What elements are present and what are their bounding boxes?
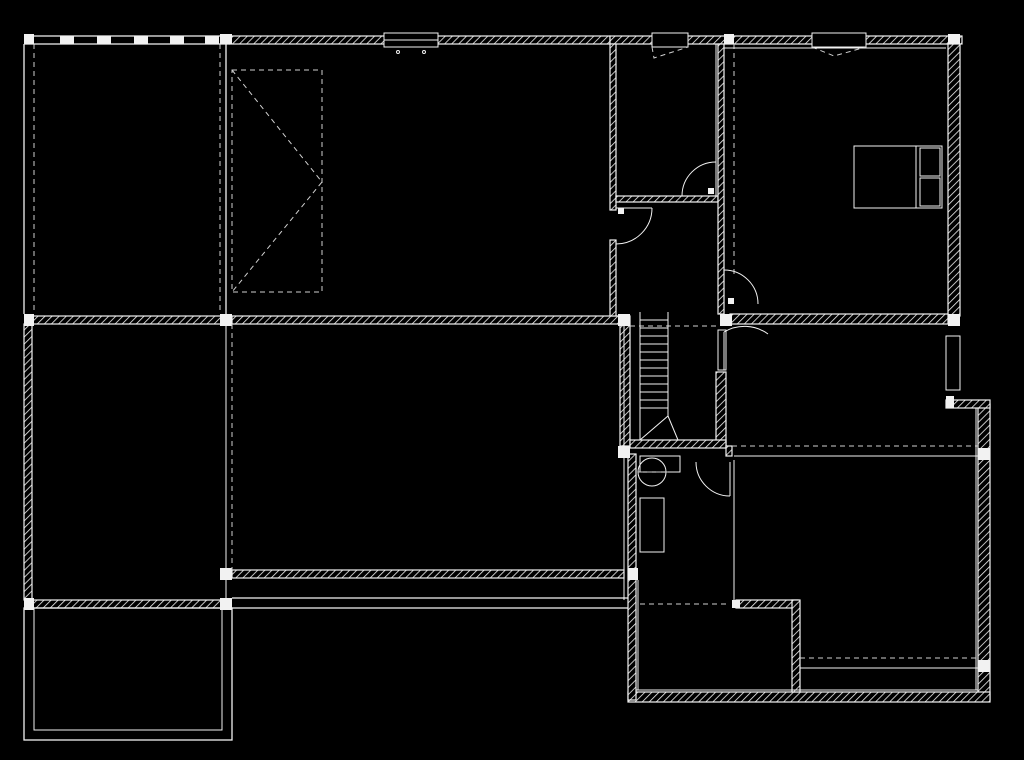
stair-winder — [639, 415, 679, 441]
stair-left-wall — [619, 315, 631, 447]
pier — [24, 34, 34, 44]
hall-door-swing — [615, 207, 653, 245]
top-wall-right — [609, 35, 963, 45]
bottom-wall-right — [627, 691, 991, 703]
middle-wall-center — [231, 315, 621, 325]
bathroom-cabinet — [639, 455, 681, 473]
beam — [205, 36, 219, 44]
pier — [618, 314, 630, 326]
bedroom — [723, 44, 946, 305]
skylight-hip-lines — [231, 69, 323, 293]
beam — [170, 36, 184, 44]
pier — [732, 600, 740, 608]
skylight-outline — [231, 69, 323, 293]
window-handle — [422, 50, 426, 54]
hall-partition — [609, 239, 617, 317]
pier — [628, 568, 638, 580]
closet-bottom-partition — [615, 195, 719, 203]
closet-partition-left — [609, 43, 617, 211]
inner-corner-wall — [735, 599, 799, 609]
bed-pillow — [919, 177, 941, 207]
pier — [220, 598, 232, 610]
right-wall-upper — [947, 43, 961, 317]
pier — [948, 34, 960, 44]
bedroom-door-swing — [723, 269, 759, 305]
central-room — [225, 324, 628, 609]
pier — [948, 314, 960, 326]
stair-treads — [640, 319, 668, 409]
beam — [134, 36, 148, 44]
pier — [24, 314, 34, 326]
window-bedroom — [811, 32, 867, 48]
stair-right-wall — [715, 371, 727, 447]
skylight — [231, 69, 323, 293]
pier — [978, 448, 990, 460]
pier — [720, 314, 732, 326]
bed — [853, 145, 943, 209]
windows — [383, 32, 961, 391]
pier — [978, 660, 990, 672]
stair-bottom-wall-right — [725, 445, 733, 457]
door-jamb — [618, 208, 624, 214]
beam — [97, 36, 111, 44]
bathroom-door-swing — [695, 461, 731, 497]
door-jamb — [728, 298, 734, 304]
staircase — [630, 312, 769, 441]
window-closet — [651, 32, 689, 48]
pier — [724, 34, 734, 44]
door-jamb — [708, 188, 714, 194]
closet-room — [615, 44, 717, 245]
middle-wall-right — [729, 313, 949, 325]
stair-door-frame — [717, 329, 727, 371]
lower-right-room — [636, 408, 978, 691]
hall-bottom-wall — [231, 569, 625, 579]
closet-door-swing — [681, 161, 717, 197]
pier — [220, 34, 232, 44]
middle-wall-left — [31, 315, 227, 325]
pier — [24, 598, 34, 610]
window-handle — [396, 50, 400, 54]
walls — [23, 35, 991, 703]
window-bedroom-swing — [811, 46, 867, 57]
stair-bottom-wall — [629, 439, 727, 449]
pier — [220, 314, 232, 326]
terrace-top-left — [23, 35, 230, 314]
lower-left-wall — [31, 599, 227, 609]
left-wall-lower — [23, 323, 33, 601]
terrace-outline-inner — [33, 607, 223, 731]
pier — [946, 396, 954, 408]
bedroom-left-partition — [717, 43, 725, 315]
inner-vertical-wall — [791, 599, 801, 693]
stair-door-swing — [723, 325, 769, 335]
terrace-bottom-left — [23, 607, 233, 741]
window-closet-swing — [651, 46, 689, 59]
terrace-outline-outer — [23, 607, 233, 741]
piers — [24, 34, 990, 672]
window-right-wall — [945, 335, 961, 391]
bathroom — [637, 455, 735, 605]
beam — [60, 36, 74, 44]
bed-pillow — [919, 147, 941, 177]
shower-tray — [639, 497, 665, 553]
